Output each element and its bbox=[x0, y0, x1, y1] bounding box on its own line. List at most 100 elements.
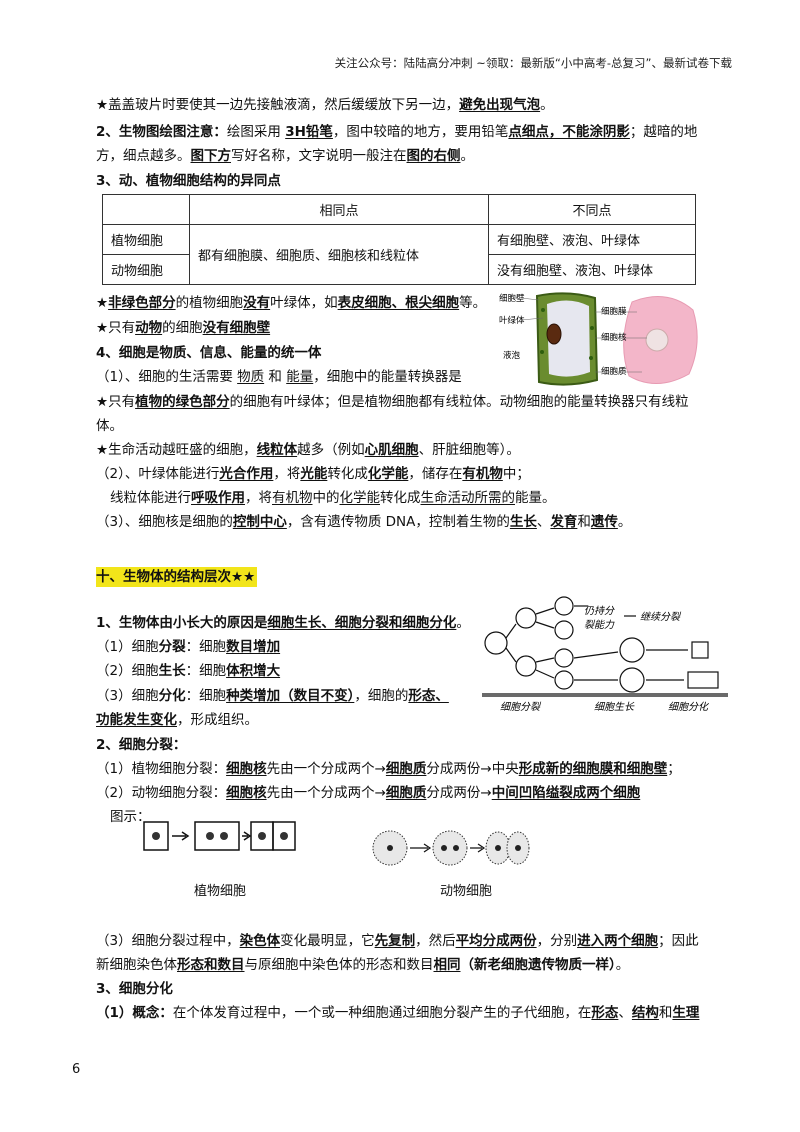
key-term: 体积增大 bbox=[226, 663, 281, 679]
growth-reason: 1、生物体由小长大的原因是细胞生长、细胞分裂和细胞分化。 bbox=[96, 612, 470, 634]
key-term: 表皮细胞、根尖细胞 bbox=[337, 295, 460, 311]
caption-animal-cell: 动物细胞 bbox=[440, 884, 493, 899]
section-heading: 4、细胞是物质、信息、能量的统一体 bbox=[96, 345, 322, 361]
heading: 2、生物图绘图注意： bbox=[96, 124, 227, 140]
text: 、 bbox=[536, 514, 551, 530]
text: 中； bbox=[502, 466, 530, 482]
chloroplast-note: ★只有植物的绿色部分的细胞有叶绿体；但是植物细胞都有线粒体。动物细胞的能量转换器… bbox=[96, 391, 689, 413]
text: 方，细点越多。 bbox=[96, 148, 191, 164]
growth-definition: （2）细胞生长：细胞体积增大 bbox=[96, 663, 281, 679]
text: ：细胞 bbox=[185, 663, 227, 679]
key-term: 植物的绿色部分 bbox=[135, 394, 230, 410]
key-term: 能量 bbox=[286, 369, 314, 385]
text: （1）概念： bbox=[96, 1005, 173, 1021]
plant-nucleus bbox=[546, 323, 562, 345]
text: ，含有遗传物质 DNA，控制着生物的 bbox=[286, 514, 510, 530]
key-term: 生长 bbox=[509, 514, 537, 530]
cell-circle bbox=[619, 667, 645, 693]
plant-division: （1）植物细胞分裂：细胞核先由一个分成两个→细胞质分成两份→中央形成新的细胞膜和… bbox=[96, 758, 681, 780]
drawing-notes: 2、生物图绘图注意：绘图采用 3H铅笔，图中较暗的地方，要用铅笔点细点，不能涂阴… bbox=[96, 121, 697, 143]
text: 和 bbox=[658, 1005, 673, 1021]
text: （2）、叶绿体能进行 bbox=[96, 466, 220, 482]
table-header: 不同点 bbox=[488, 194, 696, 225]
key-term: 没有细胞壁 bbox=[202, 320, 271, 336]
key-term: 没有 bbox=[243, 295, 271, 311]
table-cell: 都有细胞膜、细胞质、细胞核和线粒体 bbox=[189, 224, 489, 285]
key-term: 发育 bbox=[550, 514, 578, 530]
label-vacuole: 液泡 bbox=[503, 350, 521, 361]
key-term: 形态 bbox=[591, 1005, 619, 1021]
key-term: 点细点，不能涂阴影 bbox=[508, 124, 630, 140]
text: ，细胞的 bbox=[354, 688, 409, 704]
key-term: 遗传 bbox=[590, 514, 618, 530]
key-term: 中间凹陷缢裂成两个细胞 bbox=[491, 785, 641, 801]
chloroplast-note-cont: 体。 bbox=[96, 418, 123, 434]
text: 新细胞染色体 bbox=[96, 957, 177, 973]
cell-development-diagram: 仍持分 裂能力 继续分裂 细胞分裂 细胞生长 细胞分化 bbox=[482, 596, 728, 713]
key-term: 化学能 bbox=[367, 466, 409, 482]
key-term: 生命活动所需的 bbox=[420, 490, 516, 506]
label-continue-divide: 继续分裂 bbox=[640, 611, 682, 623]
text: 、肝脏细胞等）。 bbox=[418, 442, 520, 458]
key-term: 光合作用 bbox=[219, 466, 274, 482]
text: 绘图采用 bbox=[226, 124, 286, 140]
text: ；因此 bbox=[658, 933, 699, 949]
key-term: 物质 bbox=[237, 369, 265, 385]
key-term: 形态和数目 bbox=[177, 957, 245, 973]
drawing-notes-cont: 方，细点越多。图下方写好名称，文字说明一般注在图的右侧。 bbox=[96, 145, 474, 167]
text: （1）、细胞的生活需要 bbox=[96, 369, 238, 385]
table-row: 动物细胞 没有细胞壁、液泡、叶绿体 bbox=[102, 254, 696, 285]
key-term: 细胞质 bbox=[385, 785, 427, 801]
text: 转化成 bbox=[380, 490, 421, 506]
cell-circle bbox=[554, 670, 574, 690]
text: ，形成组织。 bbox=[177, 712, 258, 728]
text: （3）细胞 bbox=[96, 688, 159, 704]
text: 。 bbox=[617, 514, 632, 530]
text: （2）动物细胞分裂： bbox=[96, 785, 227, 801]
table-row: 植物细胞 都有细胞膜、细胞质、细胞核和线粒体 有细胞壁、液泡、叶绿体 bbox=[102, 224, 696, 285]
text: ，储存在 bbox=[408, 466, 463, 482]
label-cell-division: 细胞分裂 bbox=[500, 701, 542, 713]
figure-label: 图示： bbox=[110, 809, 151, 825]
text: 叶绿体，如 bbox=[270, 295, 338, 311]
key-term: 线粒体 bbox=[256, 442, 298, 458]
text: 1、生物体由小长大的原因是 bbox=[96, 615, 268, 631]
respiration-note: 线粒体能进行呼吸作用，将有机物中的化学能转化成生命活动所需的能量。 bbox=[110, 487, 556, 509]
table-cell bbox=[102, 194, 190, 225]
division-definition: （1）细胞分裂：细胞数目增加 bbox=[96, 639, 281, 655]
text: ★只有 bbox=[96, 320, 136, 336]
key-term: 细胞核 bbox=[226, 785, 267, 801]
table-cell: 有细胞壁、液泡、叶绿体 bbox=[488, 224, 696, 255]
text: 线粒体能进行 bbox=[110, 490, 191, 506]
animal-division-figure bbox=[372, 830, 530, 866]
label-cell-wall: 细胞壁 bbox=[499, 293, 525, 304]
text: ★盖盖玻片时要使其一边先接触液滴，然后缓缓放下另一边， bbox=[96, 97, 460, 113]
key-term: 形成新的细胞膜和细胞壁 bbox=[518, 761, 668, 777]
label-membrane: 细胞膜 bbox=[601, 306, 627, 317]
key-term: 控制中心 bbox=[232, 514, 287, 530]
key-term: 相同 bbox=[433, 957, 461, 973]
text: 中的 bbox=[312, 490, 340, 506]
text: ★生命活动越旺盛的细胞， bbox=[96, 442, 257, 458]
diff-cell-square bbox=[691, 641, 709, 659]
text: 与原细胞中染色体的形态和数目 bbox=[244, 957, 434, 973]
label-chloroplast: 叶绿体 bbox=[499, 315, 525, 326]
diff-cell-rect bbox=[687, 671, 719, 689]
text: 和 bbox=[577, 514, 591, 530]
text: （1）植物细胞分裂： bbox=[96, 761, 227, 777]
page-number: 6 bbox=[72, 1062, 81, 1077]
text: ★只有 bbox=[96, 394, 136, 410]
text: ★ bbox=[96, 295, 109, 311]
label-cell-differentiation: 细胞分化 bbox=[668, 701, 710, 713]
table-header-row: 相同点 不同点 bbox=[102, 194, 696, 225]
tip-coverslip: ★盖盖玻片时要使其一边先接触液滴，然后缓缓放下另一边，避免出现气泡。 bbox=[96, 94, 554, 116]
subsection-heading: 2、细胞分裂： bbox=[96, 737, 187, 753]
subsection-heading: 3、细胞分化 bbox=[96, 981, 173, 997]
text: 写好名称，文字说明一般注在 bbox=[231, 148, 407, 164]
text: ，分别 bbox=[536, 933, 578, 949]
key-term: 3H铅笔 bbox=[285, 124, 333, 140]
text: 变化最明显，它 bbox=[280, 933, 375, 949]
key-term: 平均分成两份 bbox=[455, 933, 537, 949]
animal-wall-note: ★只有动物的细胞没有细胞壁 bbox=[96, 317, 270, 339]
key-term: 呼吸作用 bbox=[191, 490, 245, 506]
